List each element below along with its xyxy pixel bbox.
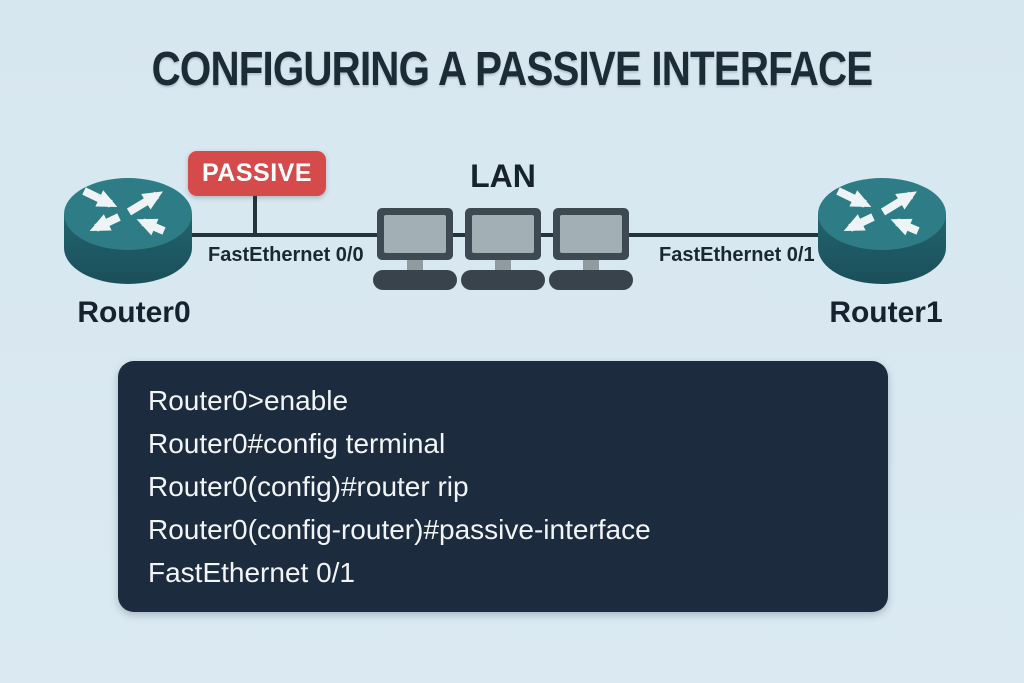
cli-terminal: Router0>enable Router0#config terminal R… [118,361,888,612]
computer-icon [549,208,633,290]
computer-screen [472,215,534,253]
lan-label: LAN [470,158,536,194]
passive-badge: PASSIVE [188,151,326,196]
cli-line: Router0>enable [148,385,349,416]
computer-stand [583,260,599,270]
cli-line: FastEthernet 0/1 [148,557,356,588]
computer-monitor [553,208,629,260]
router1-label: Router1 [829,296,943,329]
page-title: CONFIGURING A PASSIVE INTERFACE [0,42,1024,97]
computer-screen [560,215,622,253]
computer-base [549,270,633,290]
router0-label: Router0 [77,296,191,329]
cli-line: Router0(config-router)#passive-interface [148,514,651,545]
computer-icon [461,208,545,290]
computer-icon [373,208,457,290]
passive-connector-line [253,193,257,235]
router0-icon [64,178,192,284]
computer-base [373,270,457,290]
router1-interface-label: FastEthernet 0/1 [659,244,815,266]
computer-stand [407,260,423,270]
router0-interface-label: FastEthernet 0/0 [208,244,364,266]
page-title-text: CONFIGURING A PASSIVE INTERFACE [151,43,874,96]
computer-stand [495,260,511,270]
computer-monitor [465,208,541,260]
computer-base [461,270,545,290]
router1-icon [818,178,946,284]
computer-monitor [377,208,453,260]
cli-line: Router0(config)#router rip [148,471,469,502]
computer-screen [384,215,446,253]
cli-line: Router0#config terminal [148,428,446,459]
